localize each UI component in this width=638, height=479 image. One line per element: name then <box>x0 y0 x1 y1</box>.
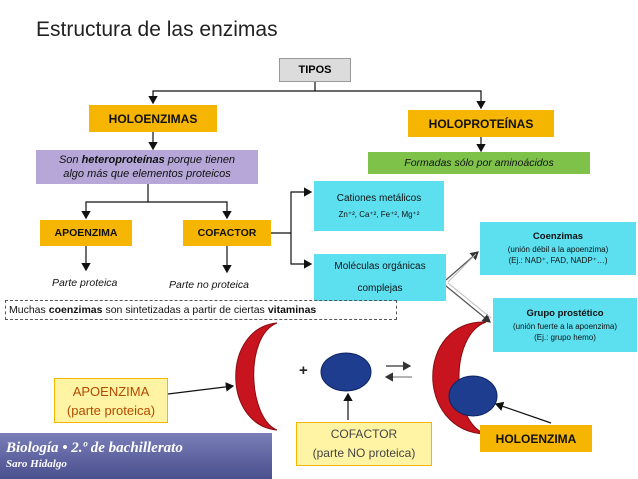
coenzimas-box: Coenzimas (unión débil a la apoenzima) (… <box>480 222 636 275</box>
arrow-holoenzima-label <box>494 401 552 424</box>
heteroproteinas-term: heteroproteínas <box>81 154 165 166</box>
footer-author: Saro Hidalgo <box>6 458 67 470</box>
parte-no-proteica-text: Parte no proteica <box>169 279 249 291</box>
arrow-to-cofactor <box>148 201 232 220</box>
formadas-box: Formadas sólo por aminoácidos <box>368 152 590 174</box>
tipos-box: TIPOS <box>279 58 351 82</box>
cofactor-box: COFACTOR <box>183 220 271 246</box>
cationes-box: Cationes metálicos Zn⁺², Ca⁺², Fe⁺², Mg⁺… <box>314 181 444 231</box>
grupo-prostetico-box: Grupo prostético (unión fuerte a la apoe… <box>493 298 637 352</box>
vitaminas-note: Muchas coenzimas son sintetizadas a part… <box>5 300 397 320</box>
moleculas-box: Moléculas orgánicas complejas <box>314 254 446 301</box>
coenzimas-title: Coenzimas <box>532 231 584 242</box>
holoenzyme-apo-shape <box>432 321 487 435</box>
arrow-to-cationes <box>271 187 313 234</box>
arrow-to-apoenzima <box>81 184 149 220</box>
apoenzima-label: APOENZIMA (parte proteica) <box>54 378 168 423</box>
cofactor-shape <box>320 352 372 392</box>
parte-proteica-text: Parte proteica <box>52 277 118 289</box>
plus-sign: + <box>299 362 308 379</box>
footer-banner: Biología • 2.º de bachillerato Saro Hida… <box>0 433 272 479</box>
heteroproteinas-box: Son heteroproteínas porque tienen algo m… <box>36 150 258 184</box>
cationes-title: Cationes metálicos <box>336 193 422 204</box>
footer-course: Biología • 2.º de bachillerato <box>6 440 183 456</box>
arrow-apoenzima-label <box>167 382 235 395</box>
page-title: Estructura de las enzimas <box>36 18 278 41</box>
grupo-title: Grupo prostético <box>526 307 604 319</box>
cofactor-label: COFACTOR (parte NO proteica) <box>296 422 432 466</box>
arrow-to-holoproteinas <box>315 90 486 110</box>
holoenzyme-cofactor-shape <box>448 375 498 417</box>
arrow-to-grupo <box>445 285 491 323</box>
holoenzimas-box: HOLOENZIMAS <box>89 105 217 132</box>
cationes-ions: Zn⁺², Ca⁺², Fe⁺², Mg⁺² <box>338 210 420 219</box>
holoproteinas-box: HOLOPROTEÍNAS <box>408 110 554 137</box>
holoenzima-label: HOLOENZIMA <box>480 425 592 452</box>
arrow-to-moleculas <box>290 233 313 269</box>
apoenzima-box: APOENZIMA <box>40 220 132 246</box>
arrow-to-holoenzimas <box>148 82 316 105</box>
apoenzyme-shape <box>235 322 278 431</box>
